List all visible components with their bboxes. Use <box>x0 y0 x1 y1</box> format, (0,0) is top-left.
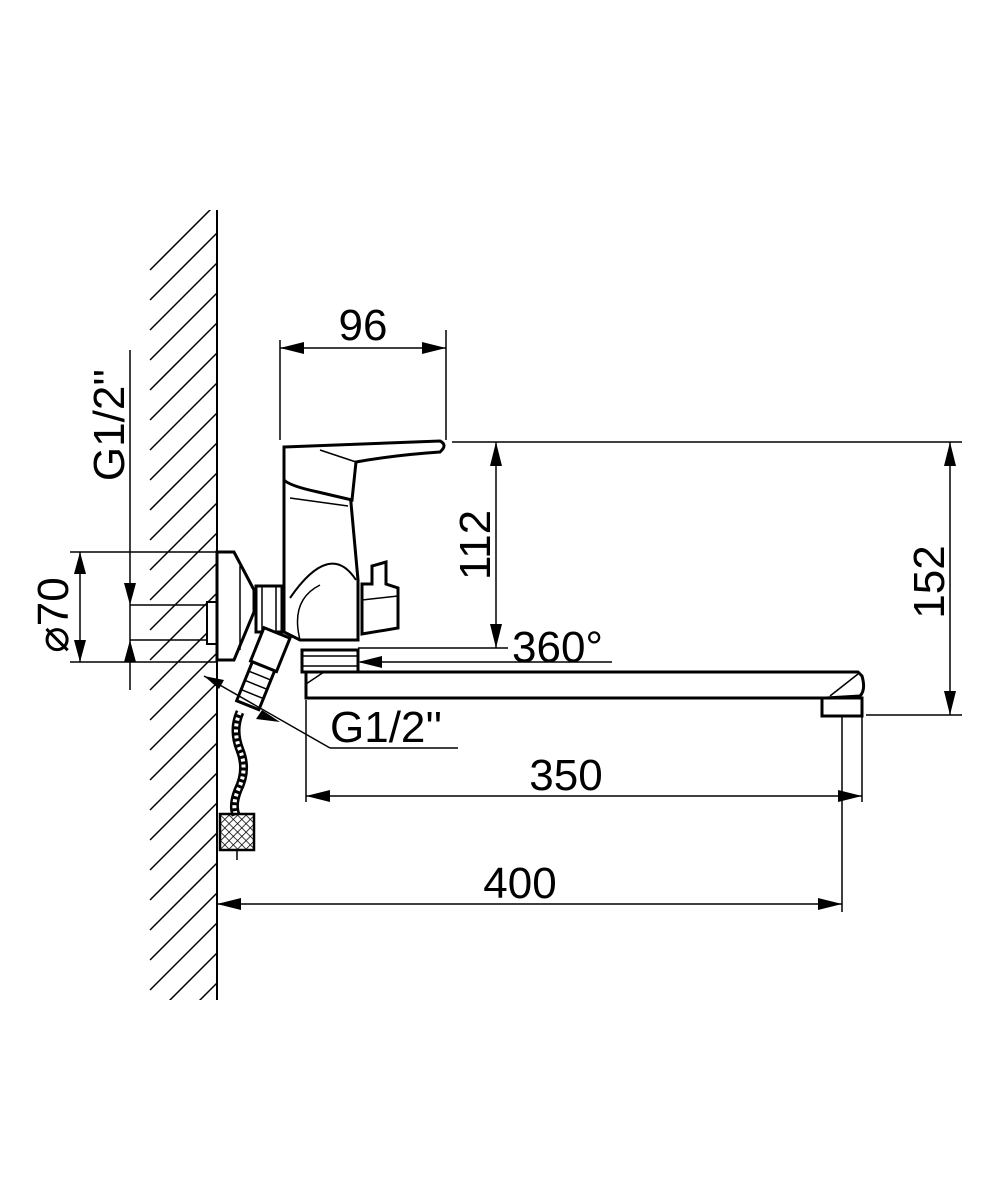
lever-handle[interactable] <box>282 439 446 502</box>
pipe-thread-label: G1/2'' <box>85 369 134 481</box>
dimension-350-label: 350 <box>529 751 602 800</box>
rotation-label: 360° <box>512 623 603 672</box>
outlet-thread-label: G1/2'' <box>330 703 442 752</box>
diverter-knob[interactable] <box>360 560 400 636</box>
spout-swivel-nut <box>300 648 360 674</box>
dimension-diameter-70: ⌀70 <box>29 551 232 663</box>
shower-hose-outlet <box>218 625 292 860</box>
dimension-96-label: 96 <box>339 301 388 350</box>
outlet-thread-callout: G1/2'' <box>203 675 458 752</box>
dimension-112: 112 <box>358 441 962 649</box>
dimension-400: 400 <box>217 716 843 912</box>
dimension-400-label: 400 <box>483 859 556 908</box>
spout <box>300 648 866 718</box>
wall-hatching <box>149 210 218 1000</box>
rotation-callout: 360° <box>358 623 612 672</box>
dimension-pipe-thread: G1/2'' <box>85 350 134 690</box>
mixer-body <box>282 478 360 642</box>
dimension-96: 96 <box>279 301 447 440</box>
dimension-152: 152 <box>866 442 962 716</box>
dimension-112-label: 112 <box>451 510 500 580</box>
dimension-152-label: 152 <box>905 545 954 618</box>
dimension-350: 350 <box>305 700 863 802</box>
escutcheon-flange <box>215 550 284 662</box>
hose-end-fitting <box>218 812 256 852</box>
diameter-label: ⌀70 <box>29 577 78 652</box>
wall-pipe <box>130 601 222 645</box>
spout-aerator <box>820 696 864 718</box>
wall <box>149 210 218 1000</box>
